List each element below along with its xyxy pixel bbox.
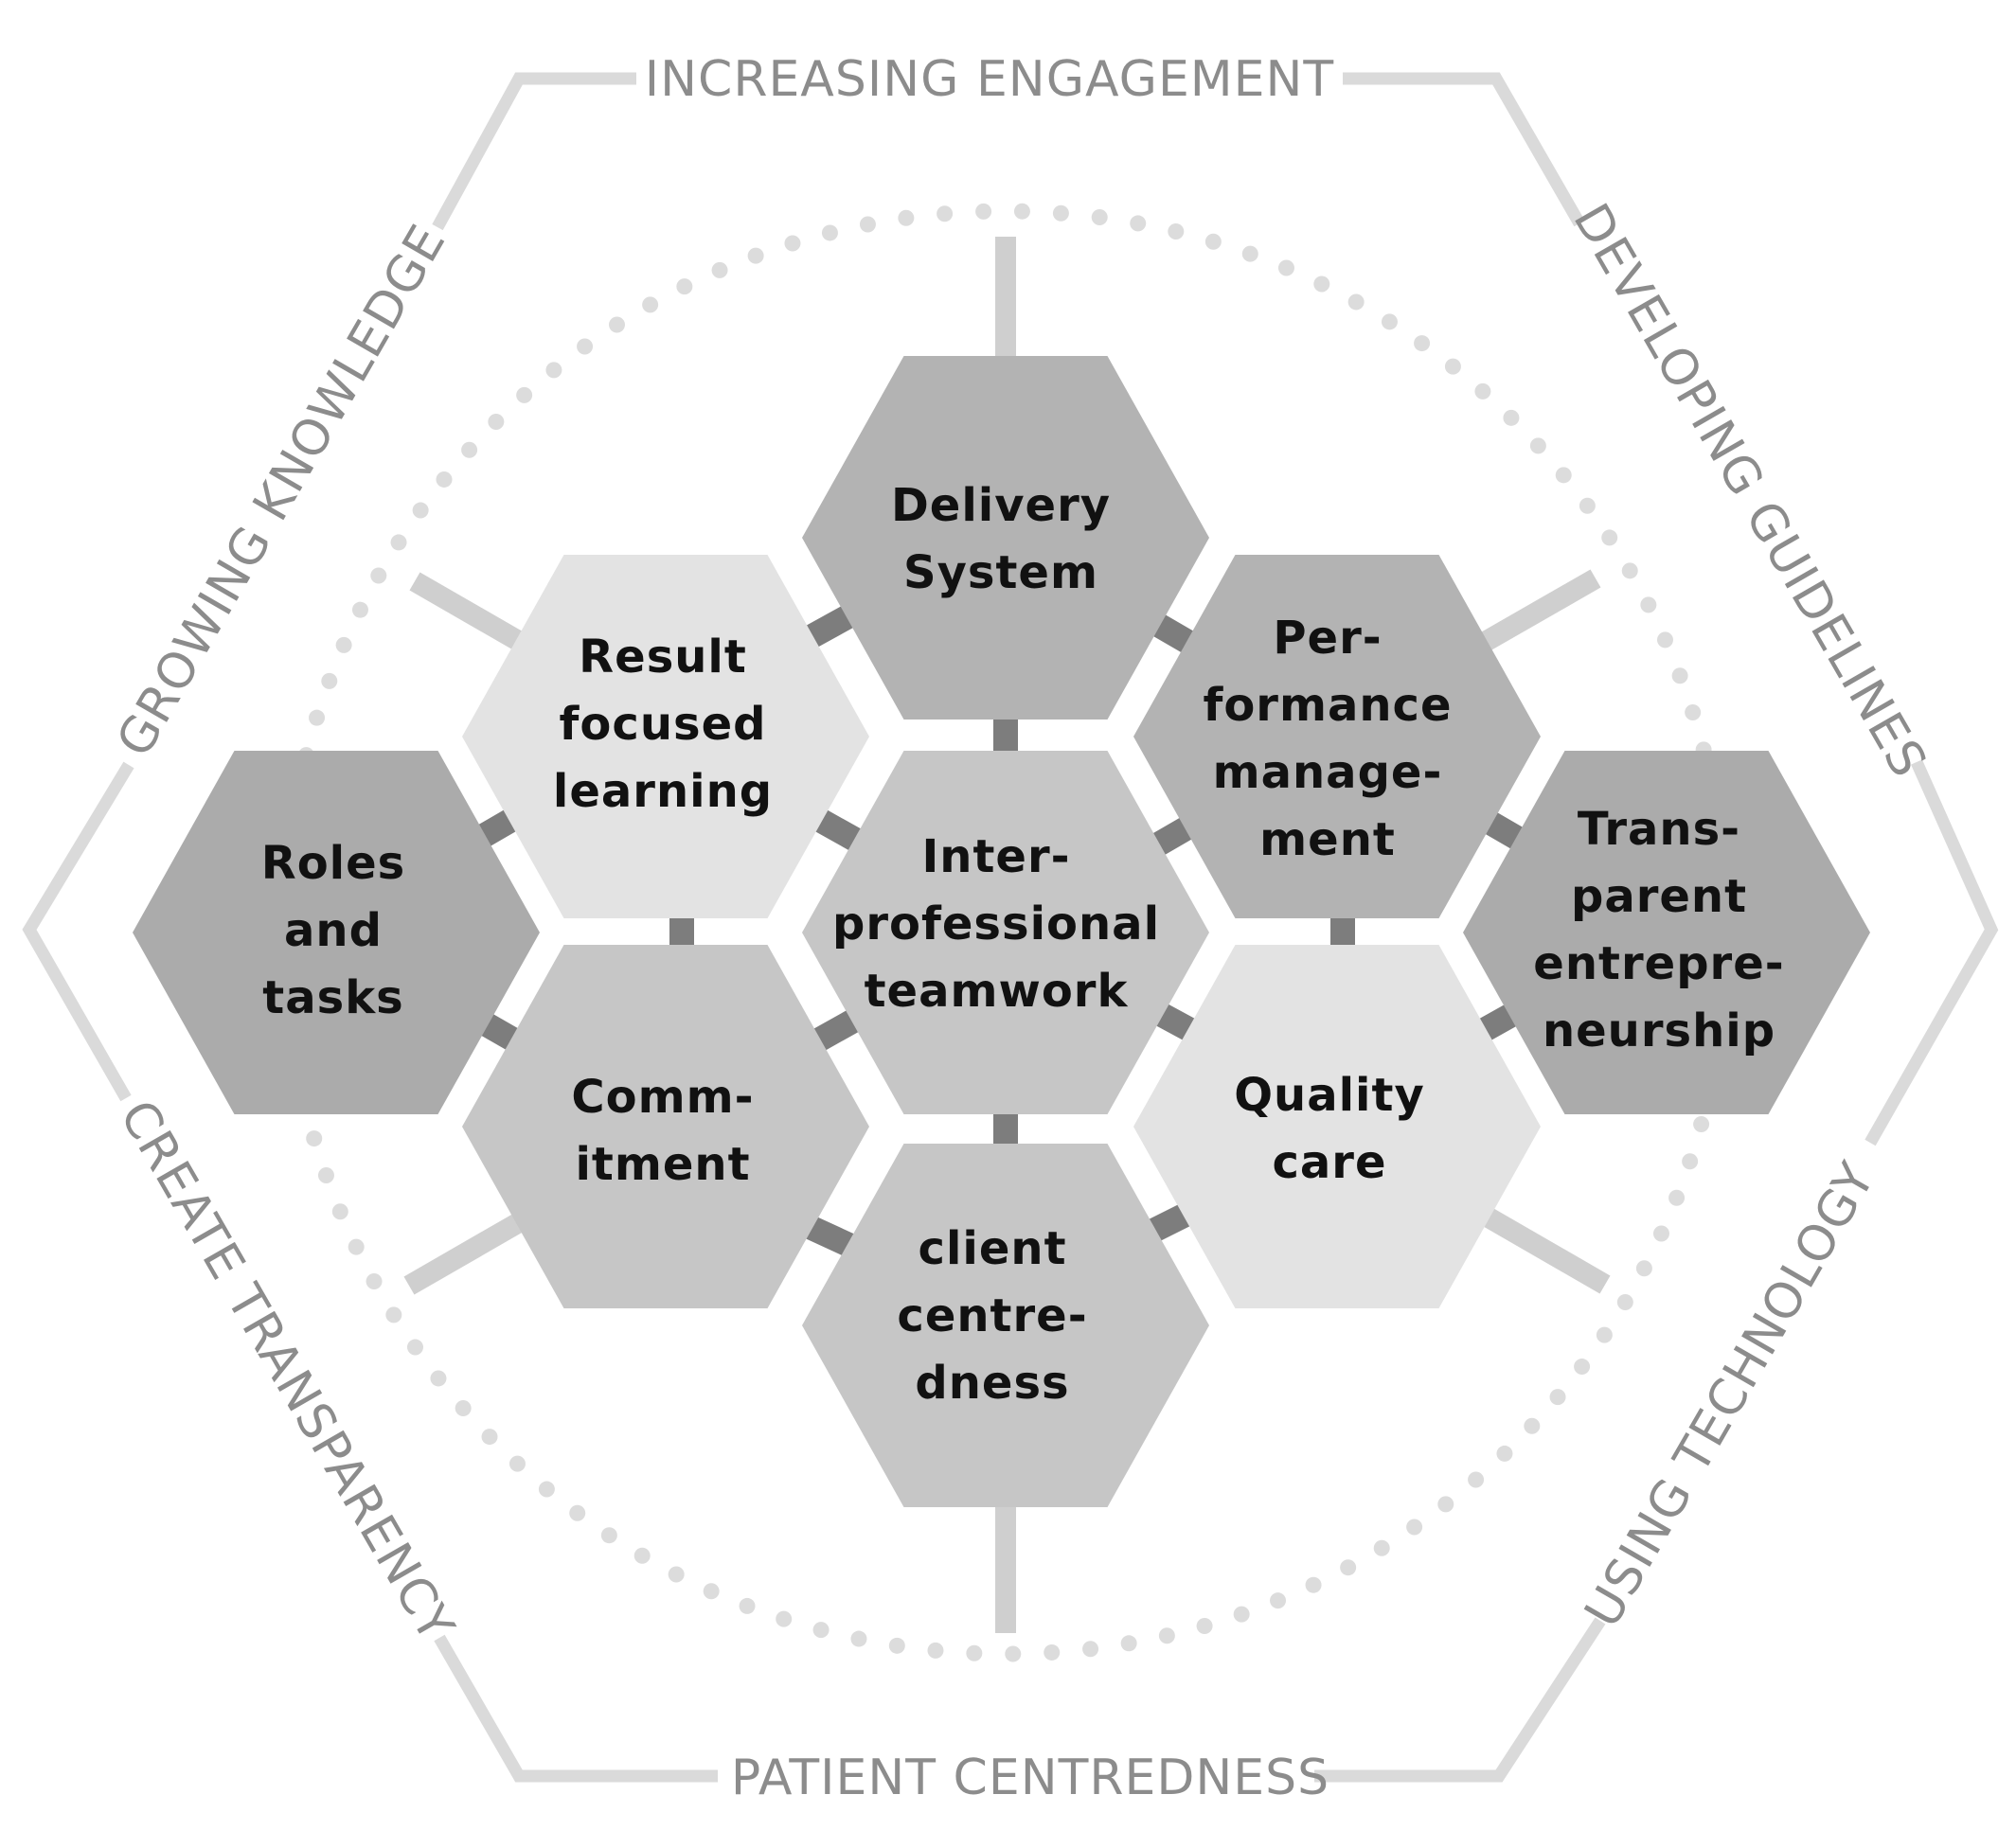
outer-frame-left-segment — [22, 761, 134, 1102]
outer-frame-right-segment — [1864, 759, 1999, 1146]
spoke-lower-left — [403, 1212, 526, 1295]
hex-label-line: Per- — [1273, 612, 1382, 665]
hex-label: Per-formance manage-ment — [1203, 612, 1452, 866]
label-increasing-engagement: INCREASING ENGAGEMENT — [645, 51, 1334, 108]
hex-label-line: centre- — [897, 1289, 1087, 1342]
hex-label-line: ment — [1259, 813, 1396, 866]
hex-label-line: entrepre- — [1533, 937, 1784, 990]
label-using-technology: USING TECHNOLOGY — [1575, 1153, 1887, 1637]
hex-shape — [1133, 945, 1541, 1308]
outer-frame-bottom-left-segment — [434, 1634, 718, 1783]
spoke-upper-left — [409, 572, 532, 655]
hex-label-line: Trans- — [1578, 803, 1740, 856]
hex-roles-and-tasks: Roles and tasks — [133, 751, 540, 1114]
hex-client-centredness: client centre-dness — [802, 1144, 1209, 1507]
hex-label-line: manage- — [1213, 746, 1443, 799]
label-create-transparency: CREATE TRANSPARENCY — [108, 1092, 464, 1652]
outer-frame — [22, 72, 1999, 1783]
outer-frame-top-right-segment — [1343, 72, 1585, 227]
hex-label-line: learning — [553, 765, 773, 818]
hex-performance-management: Per-formance manage-ment — [1133, 555, 1541, 918]
hex-label-line: dness — [915, 1357, 1069, 1410]
hex-label-line: Roles — [261, 837, 406, 890]
hex-label-line: client — [918, 1222, 1066, 1275]
hex-label-line: parent — [1571, 870, 1747, 923]
hex-shape — [802, 751, 1209, 1114]
hex-commitment: Comm-itment — [462, 945, 869, 1308]
spoke-lower-right — [1483, 1208, 1611, 1294]
hex-interprofessional-teamwork: Inter-professional teamwork — [802, 751, 1209, 1114]
hex-label-line: Inter- — [921, 830, 1070, 883]
label-growing-knowledge: GROWING KNOWLEDGE — [106, 216, 457, 767]
hex-transparent-entrepreneurship: Trans-parent entrepre-neurship — [1463, 751, 1870, 1114]
hex-label: Quality care — [1234, 1069, 1425, 1189]
hex-shape — [133, 751, 540, 1114]
spokes — [403, 237, 1611, 1633]
hex-label-line: focused — [560, 698, 767, 751]
hex-shape — [1463, 751, 1870, 1114]
hex-label-line: and — [284, 904, 383, 957]
hex-label: Roles and tasks — [261, 837, 406, 1024]
hex-label-line: professional — [832, 897, 1160, 951]
spoke-upper-right — [1474, 569, 1601, 654]
hex-result-focused-learning: Result focused learning — [462, 555, 869, 918]
hex-label-line: tasks — [262, 971, 403, 1024]
hex-label-line: Comm- — [571, 1071, 754, 1124]
hex-label-line: Result — [579, 631, 747, 684]
hex-label-line: teamwork — [865, 965, 1129, 1018]
label-patient-centredness: PATIENT CENTREDNESS — [731, 1750, 1329, 1806]
hex-label: client centre-dness — [897, 1222, 1087, 1410]
hex-label-line: neurship — [1543, 1004, 1775, 1057]
hex-quality-care: Quality care — [1133, 945, 1541, 1308]
hex-label-line: formance — [1203, 679, 1452, 732]
outer-frame-bottom-right-segment — [1314, 1617, 1606, 1783]
hex-label-line: itment — [575, 1138, 750, 1191]
hex-shape — [802, 1144, 1209, 1507]
hex-shape — [462, 945, 869, 1308]
hex-label: Comm-itment — [571, 1071, 754, 1191]
outer-frame-top-left-segment — [432, 72, 636, 231]
hex-label-line: Delivery — [891, 479, 1111, 532]
hex-label: Inter-professional teamwork — [832, 830, 1160, 1018]
hex-label: Result focused learning — [553, 631, 773, 818]
hex-shape — [1133, 555, 1541, 918]
hex-label: Trans-parent entrepre-neurship — [1533, 803, 1784, 1057]
hex-label-line: System — [903, 546, 1098, 599]
hex-label-line: care — [1272, 1136, 1386, 1189]
hex-shape — [802, 356, 1209, 720]
label-developing-guidelines: DEVELOPING GUIDELINES — [1562, 194, 1937, 787]
hex-shape — [462, 555, 869, 918]
hex-label-line: Quality — [1234, 1069, 1425, 1122]
